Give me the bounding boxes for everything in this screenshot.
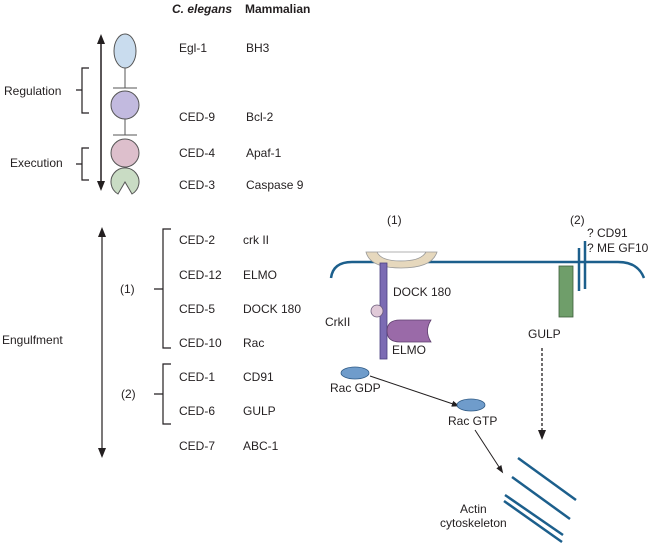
row-ced9-celegans: CED-9 <box>179 110 216 124</box>
regulation-bracket <box>76 67 89 114</box>
row-egl1-mammalian: BH3 <box>246 41 270 55</box>
dock180-label: DOCK 180 <box>393 285 452 299</box>
row-ced12-mammalian: ELMO <box>243 268 278 282</box>
row-ced4-mammalian: Apaf-1 <box>246 146 282 160</box>
actin-filaments <box>503 456 577 544</box>
execution-bracket <box>76 147 89 181</box>
group1-bracket <box>154 228 171 349</box>
header-mammalian: Mammalian <box>245 2 311 16</box>
row-ced1-mammalian: CD91 <box>243 370 274 384</box>
engulfment-axis-arrow <box>98 227 106 458</box>
row-ced1-celegans: CED-1 <box>179 370 216 384</box>
header-celegans: C. elegans <box>172 2 233 16</box>
apoptosis-axis-arrow <box>97 34 105 191</box>
pathway-label-2: (2) <box>570 213 585 227</box>
crkii-circle <box>370 304 384 318</box>
row-ced3-mammalian: Caspase 9 <box>246 178 304 192</box>
actin-label-line2: cytoskeleton <box>440 516 507 530</box>
egl1-shape <box>113 33 137 69</box>
row-ced2-mammalian: crk II <box>243 233 269 247</box>
row-ced7-mammalian: ABC-1 <box>243 439 279 453</box>
elmo-shape <box>386 319 432 343</box>
gulp-rect <box>558 265 574 318</box>
label-group1: (1) <box>120 282 135 296</box>
label-execution: Execution <box>10 156 63 170</box>
rac-activation-arrow <box>369 375 460 407</box>
row-ced10-mammalian: Rac <box>243 336 265 350</box>
crkii-label: CrkII <box>325 315 351 329</box>
row-ced2-celegans: CED-2 <box>179 233 216 247</box>
label-group2: (2) <box>121 387 136 401</box>
gulp-label: GULP <box>528 327 561 341</box>
label-engulfment: Engulfment <box>2 333 63 347</box>
receptor-cd91-label: ? CD91 <box>587 226 628 240</box>
row-ced10-celegans: CED-10 <box>179 336 222 350</box>
label-regulation: Regulation <box>4 84 62 98</box>
rac-gdp-label: Rac GDP <box>330 381 381 395</box>
rac-to-actin-arrow <box>474 429 504 474</box>
row-egl1-celegans: Egl-1 <box>179 41 208 55</box>
row-ced6-celegans: CED-6 <box>179 404 216 418</box>
row-ced12-celegans: CED-12 <box>179 268 222 282</box>
engulfment-receptor <box>365 251 438 269</box>
elmo-label: ELMO <box>392 343 427 357</box>
row-ced5-mammalian: DOCK 180 <box>243 302 302 316</box>
ced9-shape <box>110 90 140 120</box>
rac-gtp-label: Rac GTP <box>448 414 498 428</box>
row-ced4-celegans: CED-4 <box>179 146 216 160</box>
actin-label-line1: Actin <box>460 502 487 516</box>
rac-gdp-shape <box>340 366 370 380</box>
cell-membrane <box>329 260 646 279</box>
row-ced5-celegans: CED-5 <box>179 302 216 316</box>
row-ced6-mammalian: GULP <box>243 404 276 418</box>
row-ced3-celegans: CED-3 <box>179 178 216 192</box>
ced4-shape <box>110 138 140 168</box>
row-ced9-mammalian: Bcl-2 <box>246 110 274 124</box>
ced3-shape <box>110 167 140 195</box>
rac-gtp-shape <box>456 398 486 412</box>
row-ced7-celegans: CED-7 <box>179 439 216 453</box>
receptor-megf10-label: ? ME GF10 <box>587 241 649 255</box>
pathway-label-1: (1) <box>387 213 402 227</box>
group2-bracket <box>154 363 171 425</box>
